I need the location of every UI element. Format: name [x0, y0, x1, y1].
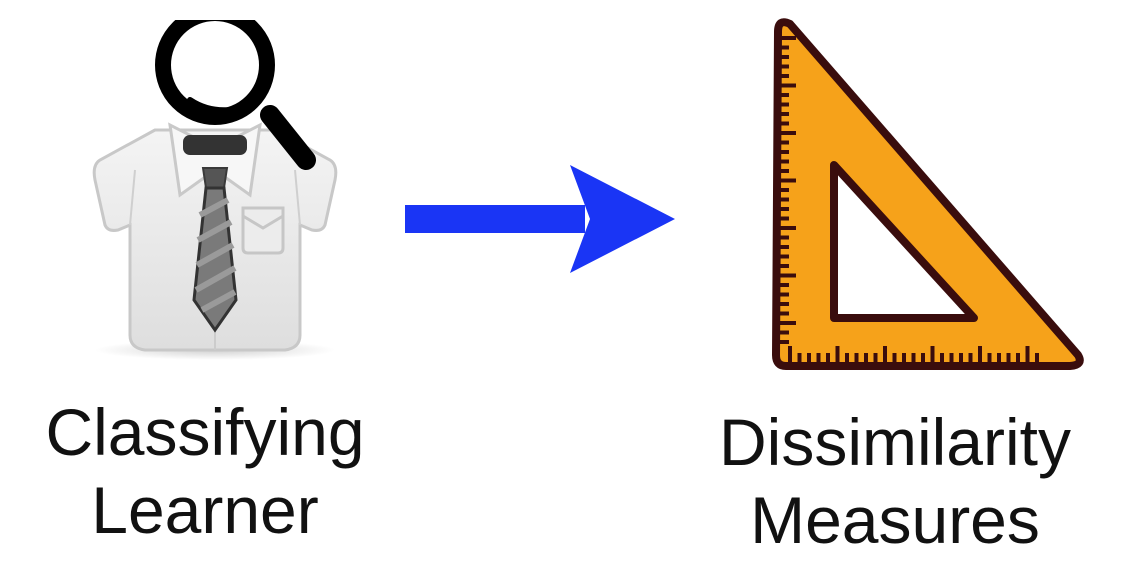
label-line: Classifying	[45, 395, 365, 469]
shirt-magnifier-icon	[80, 5, 350, 360]
label-line: Measures	[750, 483, 1040, 557]
magnifier-icon	[155, 5, 316, 170]
set-square-hole	[830, 161, 978, 322]
flow-arrow	[400, 165, 680, 275]
tie-knot	[201, 167, 229, 189]
node-label-measures: Dissimilarity Measures	[670, 403, 1120, 559]
label-line: Dissimilarity	[719, 405, 1071, 479]
label-line: Learner	[91, 473, 319, 547]
shirt-pocket	[241, 206, 285, 255]
set-square-ruler-icon	[760, 10, 1090, 375]
node-label-learner: Classifying Learner	[0, 393, 410, 549]
arrow-shaft	[405, 205, 585, 233]
arrow-head	[570, 165, 675, 273]
